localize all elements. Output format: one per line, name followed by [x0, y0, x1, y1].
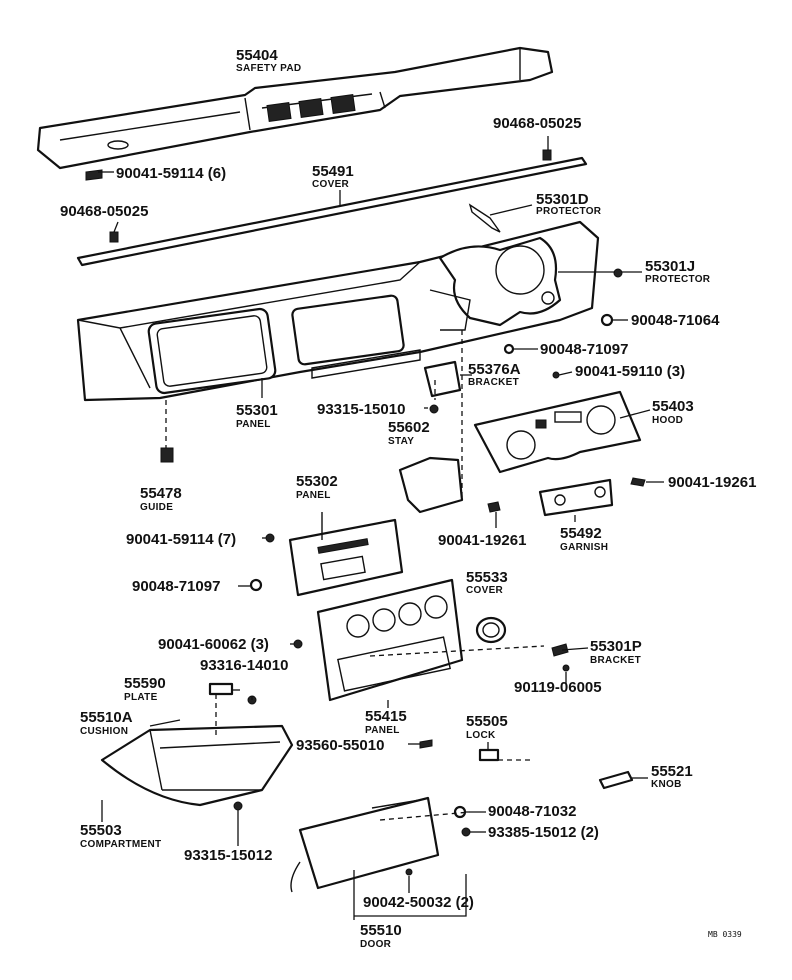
part-number-90048-71097-lower: 90048-71097 [132, 578, 220, 595]
garnish-part [538, 478, 614, 517]
cover-ring-part [475, 616, 507, 644]
instrument-panel-part [76, 220, 600, 402]
part-number-55301j: 55301J [645, 258, 695, 275]
part-name-hood: HOOD [652, 415, 683, 426]
part-number-93560-55010: 93560-55010 [296, 737, 384, 754]
part-number-90468-b: 90468-05025 [60, 203, 148, 220]
part-name-garnish: GARNISH [560, 542, 608, 553]
panel-55302-part [288, 512, 404, 597]
part-number-55301: 55301 [236, 402, 278, 419]
part-number-90041-19261-garnish: 90041-19261 [668, 474, 756, 491]
panel-55415-part [316, 578, 464, 702]
part-name-stay: STAY [388, 436, 414, 447]
part-number-55510: 55510 [360, 922, 402, 939]
part-number-55521: 55521 [651, 763, 693, 780]
plate-part [208, 682, 234, 696]
screw-06005-part [562, 664, 570, 672]
part-number-90468-a: 90468-05025 [493, 115, 581, 132]
hood-part [473, 390, 642, 474]
nut-71064-part [600, 313, 614, 327]
part-number-90041-59114-7: 90041-59114 (7) [126, 531, 236, 548]
part-number-55510a: 55510A [80, 709, 133, 726]
part-number-93315-15010: 93315-15010 [317, 401, 405, 418]
part-number-55302: 55302 [296, 473, 338, 490]
screw-19261-garnish-part [630, 477, 646, 487]
part-name-safety-pad: SAFETY PAD [236, 63, 301, 74]
part-number-55404: 55404 [236, 47, 278, 64]
screw-15012-2-part [461, 827, 471, 837]
part-name-protector-j: PROTECTOR [645, 274, 711, 285]
part-number-55492: 55492 [560, 525, 602, 542]
protector-j-part [613, 268, 623, 278]
diagram-code: MB 0339 [708, 930, 742, 939]
part-name-door: DOOR [360, 939, 392, 950]
lock-part [478, 748, 500, 762]
part-name-knob: KNOB [651, 779, 682, 790]
nut-71097-lower-part [249, 578, 263, 592]
part-number-55415: 55415 [365, 708, 407, 725]
cover-strip-part [76, 156, 588, 267]
part-number-93315-15012: 93315-15012 [184, 847, 272, 864]
part-name-guide: GUIDE [140, 502, 173, 513]
part-name-lock: LOCK [466, 730, 496, 741]
part-number-90041-59110-3: 90041-59110 (3) [575, 363, 685, 380]
part-name-plate: PLATE [124, 692, 158, 703]
knob-part [598, 770, 634, 790]
clip-right-part [542, 149, 552, 161]
protector-d-part [468, 203, 501, 233]
part-number-55478: 55478 [140, 485, 182, 502]
part-name-panel-55302: PANEL [296, 490, 331, 501]
stay-part [398, 456, 464, 514]
part-number-90048-71097: 90048-71097 [540, 341, 628, 358]
part-name-cover-55491: COVER [312, 179, 350, 190]
part-number-93385-15012-2: 93385-15012 (2) [488, 824, 599, 841]
screw-19261-stay-part [487, 501, 501, 513]
part-number-55503: 55503 [80, 822, 122, 839]
part-name-panel-55301: PANEL [236, 419, 271, 430]
door-part [290, 796, 440, 893]
part-number-55491: 55491 [312, 163, 354, 180]
part-name-panel-55415: PANEL [365, 725, 400, 736]
compartment-part [100, 724, 294, 807]
part-number-55533: 55533 [466, 569, 508, 586]
screw-15010-part [429, 404, 439, 414]
part-number-90041-19261-stay: 90041-19261 [438, 532, 526, 549]
part-number-55602: 55602 [388, 419, 430, 436]
part-name-compartment: COMPARTMENT [80, 839, 161, 850]
bracket-55376a-part [423, 360, 462, 398]
part-number-93316-14010: 93316-14010 [200, 657, 288, 674]
screw-15012-part [233, 801, 243, 811]
clip-left-part [109, 231, 119, 243]
part-number-90042-50032-2: 90042-50032 (2) [363, 894, 474, 911]
guide-part [160, 447, 174, 463]
part-number-55590: 55590 [124, 675, 166, 692]
screw-50032-part [405, 868, 413, 876]
safety-pad-part [36, 46, 554, 170]
bracket-p-part [551, 643, 569, 657]
screw-55010-part [419, 739, 433, 749]
screw-59110-part [552, 371, 560, 379]
screw-59114-part [265, 533, 275, 543]
parts-drawing [36, 46, 664, 920]
part-name-protector-d: PROTECTOR [536, 206, 602, 217]
part-number-55301p: 55301P [590, 638, 642, 655]
part-number-90119-06005: 90119-06005 [514, 679, 602, 696]
part-name-cushion: CUSHION [80, 726, 128, 737]
part-number-90041-59114-6: 90041-59114 (6) [116, 165, 226, 182]
part-labels: 55404 SAFETY PAD 90468-05025 90041-59114… [60, 47, 756, 950]
part-name-cover-55533: COVER [466, 585, 504, 596]
part-number-90048-71032: 90048-71032 [488, 803, 576, 820]
screw-60062-part [293, 639, 303, 649]
part-number-55505: 55505 [466, 713, 508, 730]
part-number-90041-60062-3: 90041-60062 (3) [158, 636, 269, 653]
nut-71097-part [503, 343, 515, 355]
part-number-90048-71064: 90048-71064 [631, 312, 720, 329]
part-name-bracket-55301p: BRACKET [590, 655, 641, 666]
part-number-55403: 55403 [652, 398, 694, 415]
part-number-55376a: 55376A [468, 361, 521, 378]
part-name-bracket-55376a: BRACKET [468, 377, 519, 388]
part-number-55301d: 55301D [536, 191, 589, 208]
